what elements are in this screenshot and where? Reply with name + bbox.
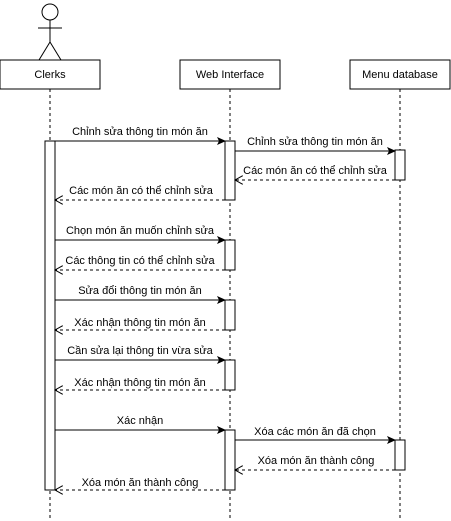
participant-box-clerks xyxy=(0,59,101,90)
message-label: Các món ăn có thể chỉnh sửa xyxy=(69,185,214,197)
message-9: Cần sửa lại thông tin vừa sửa xyxy=(55,345,226,364)
message-label: Chọn món ăn muốn chỉnh sửa xyxy=(66,225,215,237)
message-8: Xác nhận thông tin món ăn xyxy=(55,317,225,330)
message-13: Xóa món ăn thành công xyxy=(235,455,395,470)
message-7: Sửa đổi thông tin món ăn xyxy=(55,285,226,304)
activation-bar-clerks xyxy=(44,140,56,491)
participant-box-web-interface xyxy=(179,59,281,90)
message-label: Xác nhận thông tin món ăn xyxy=(74,377,205,389)
message-5: Chọn món ăn muốn chỉnh sửa xyxy=(55,225,226,244)
participant-web-interface: Web Interface xyxy=(179,59,281,521)
message-label: Các món ăn có thể chỉnh sửa xyxy=(243,165,388,177)
participant-label-web-interface: Web Interface xyxy=(196,69,264,81)
message-1: Chỉnh sửa thông tin món ăn xyxy=(55,126,226,145)
participant-label-menu-database: Menu database xyxy=(362,69,438,81)
message-10: Xác nhận thông tin món ăn xyxy=(55,377,225,390)
clerks-actor-figure xyxy=(38,3,62,61)
message-12: Xóa các món ăn đã chọn xyxy=(235,426,396,444)
activation-bar-db-1 xyxy=(394,149,406,181)
participant-box-menu-database xyxy=(349,59,451,90)
message-4: Các món ăn có thể chỉnh sửa xyxy=(55,185,225,200)
message-label: Xác nhận xyxy=(117,415,163,427)
activation-bar-web-2 xyxy=(224,239,236,271)
participant-label-clerks: Clerks xyxy=(34,69,66,81)
message-label: Chỉnh sửa thông tin món ăn xyxy=(247,136,383,148)
activation-bar-db-2 xyxy=(394,439,406,471)
message-label: Cần sửa lại thông tin vừa sửa xyxy=(67,345,213,357)
message-label: Xóa các món ăn đã chọn xyxy=(254,426,376,438)
message-label: Xóa món ăn thành công xyxy=(82,477,199,489)
message-2: Chỉnh sửa thông tin món ăn xyxy=(235,136,396,155)
activation-bar-web-3 xyxy=(224,299,236,331)
message-14: Xóa món ăn thành công xyxy=(55,477,225,490)
message-6: Các thông tin có thể chỉnh sửa xyxy=(55,255,225,270)
message-label: Chỉnh sửa thông tin món ăn xyxy=(72,126,208,138)
activation-bar-web-5 xyxy=(224,429,236,491)
message-11: Xác nhận xyxy=(55,415,226,434)
message-label: Xóa món ăn thành công xyxy=(258,455,375,467)
message-label: Xác nhận thông tin món ăn xyxy=(74,317,205,329)
message-label: Các thông tin có thể chỉnh sửa xyxy=(65,255,215,267)
message-3: Các món ăn có thể chỉnh sửa xyxy=(235,165,395,180)
message-label: Sửa đổi thông tin món ăn xyxy=(78,285,202,297)
activation-bar-web-1 xyxy=(224,140,236,201)
activation-bar-web-4 xyxy=(224,359,236,391)
